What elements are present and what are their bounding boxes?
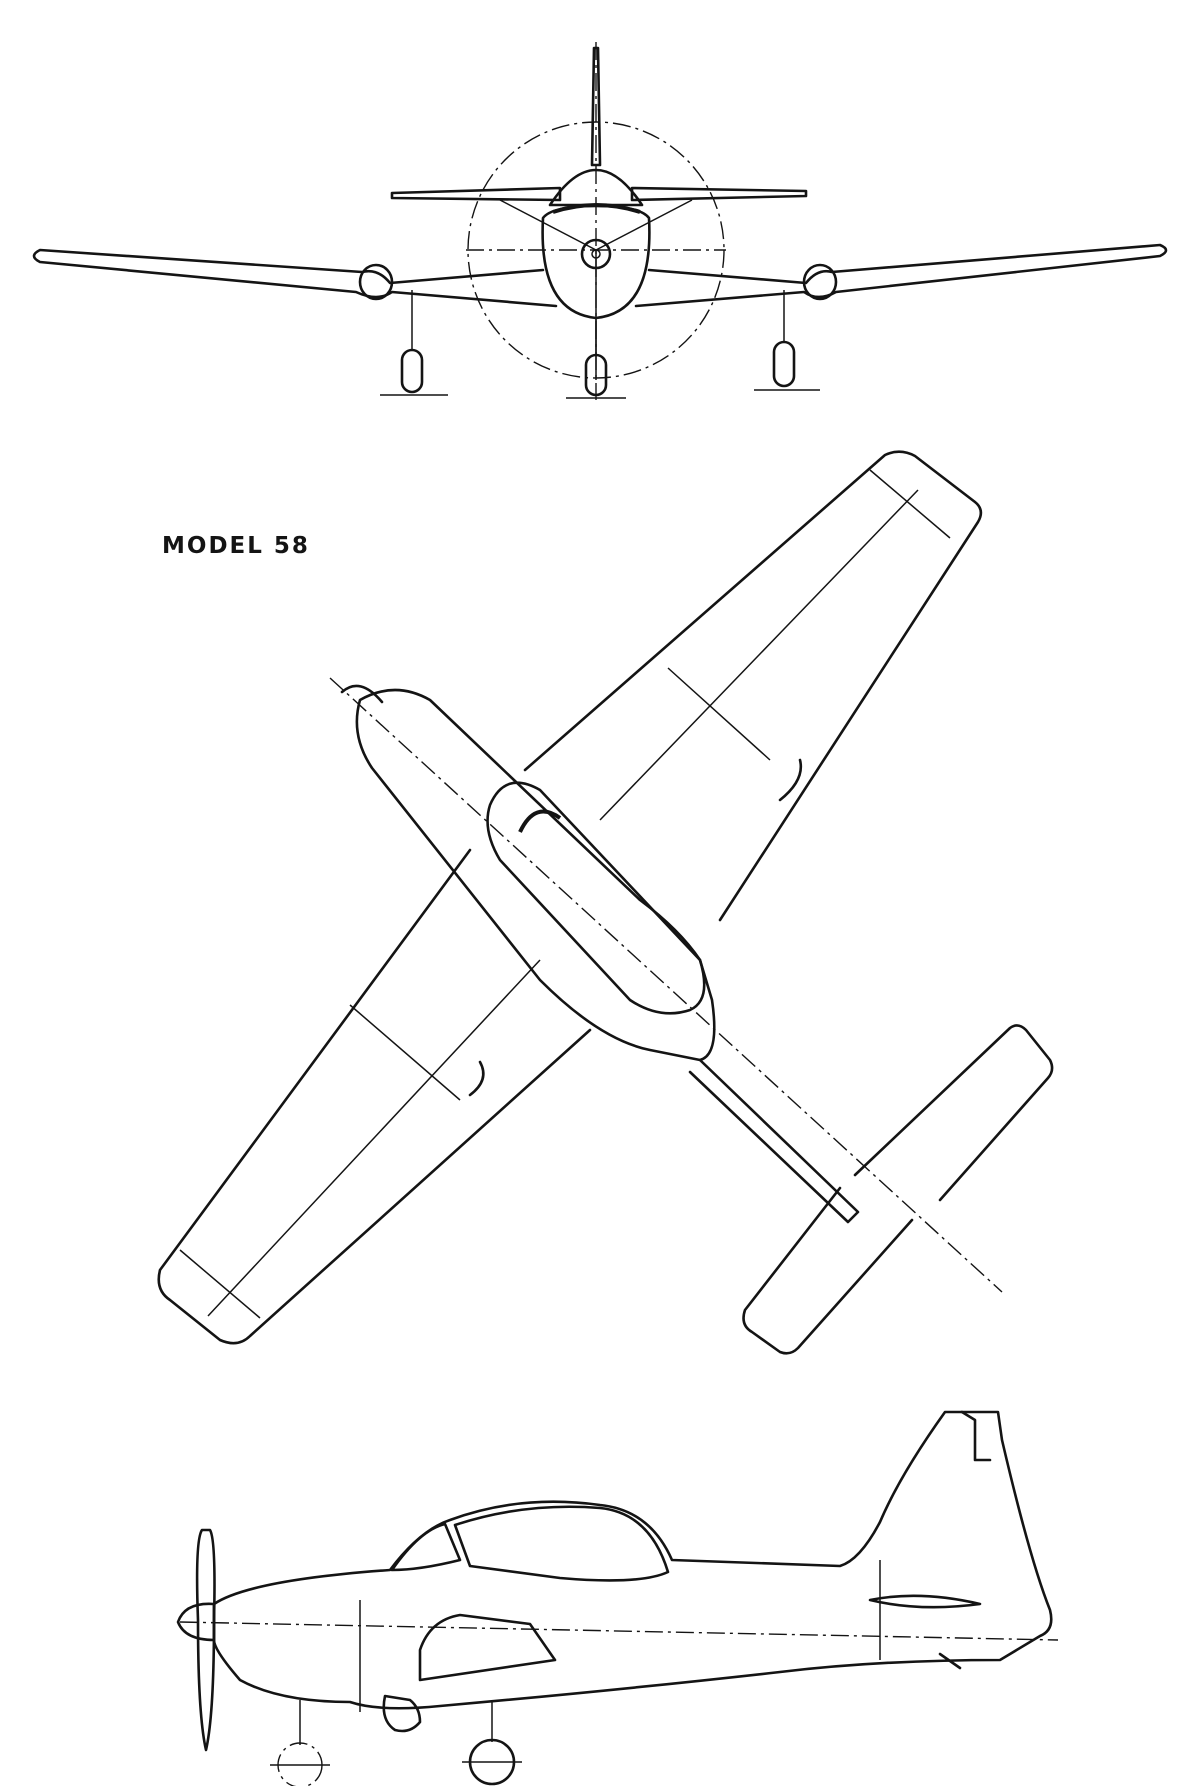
nose-wheel-front [584,353,608,397]
gear-fairing-left [358,263,394,301]
canopy-plan [486,781,706,1015]
side-centerline [179,1621,1059,1641]
tailplane-right-front [630,186,808,202]
intake-side [382,1694,422,1733]
wing-left-spar-line [207,959,541,1317]
wing-left-plan [157,848,592,1345]
rear-fuselage-plan [688,1058,860,1224]
wing-right-panel-line-inner [667,667,771,761]
main-wheel-right [772,340,796,388]
canopy-side [453,1505,670,1582]
plan-centerline [329,677,1003,1293]
propeller-side [195,1528,216,1752]
canopy-front [548,168,644,207]
main-wheel-left [400,348,424,394]
spinner-front [580,238,612,270]
spinner-hub [591,249,601,259]
plan-view [157,450,1054,1355]
tailplane-left-front [390,186,562,202]
canopy-frame-plan [518,809,562,833]
tail-skid-side [938,1652,962,1670]
wing-left-fairing [468,1060,485,1097]
fuselage-side [212,1410,1053,1710]
wing-right-spar-line [599,489,919,821]
spinner-plan [340,684,384,704]
model-label: MODEL 58 [162,533,310,559]
side-view [176,1410,1059,1788]
wing-right-panel-line-tip [869,469,951,539]
windscreen-side [390,1522,462,1572]
gear-fairing-right [802,263,838,301]
wing-right-front [634,243,1168,308]
wing-right-plan [523,450,983,922]
wing-left-front [32,248,558,308]
tailplane-right-plan [853,1024,1054,1202]
fuselage-plan [355,688,716,1062]
tailplane-side [868,1594,982,1609]
prop-blade-left [499,199,597,251]
wing-left-panel-line-inner [349,1004,461,1101]
rudder-outline-side [960,1410,992,1462]
tailplane-left-plan [742,1186,914,1355]
wing-root-side [418,1613,557,1682]
wing-left-panel-line-tip [179,1249,261,1319]
fuselage-front [541,204,651,320]
wing-right-fairing [778,758,803,802]
prop-blade-right [595,199,693,251]
vertical-fin-front [590,46,602,167]
front-view [32,42,1168,400]
